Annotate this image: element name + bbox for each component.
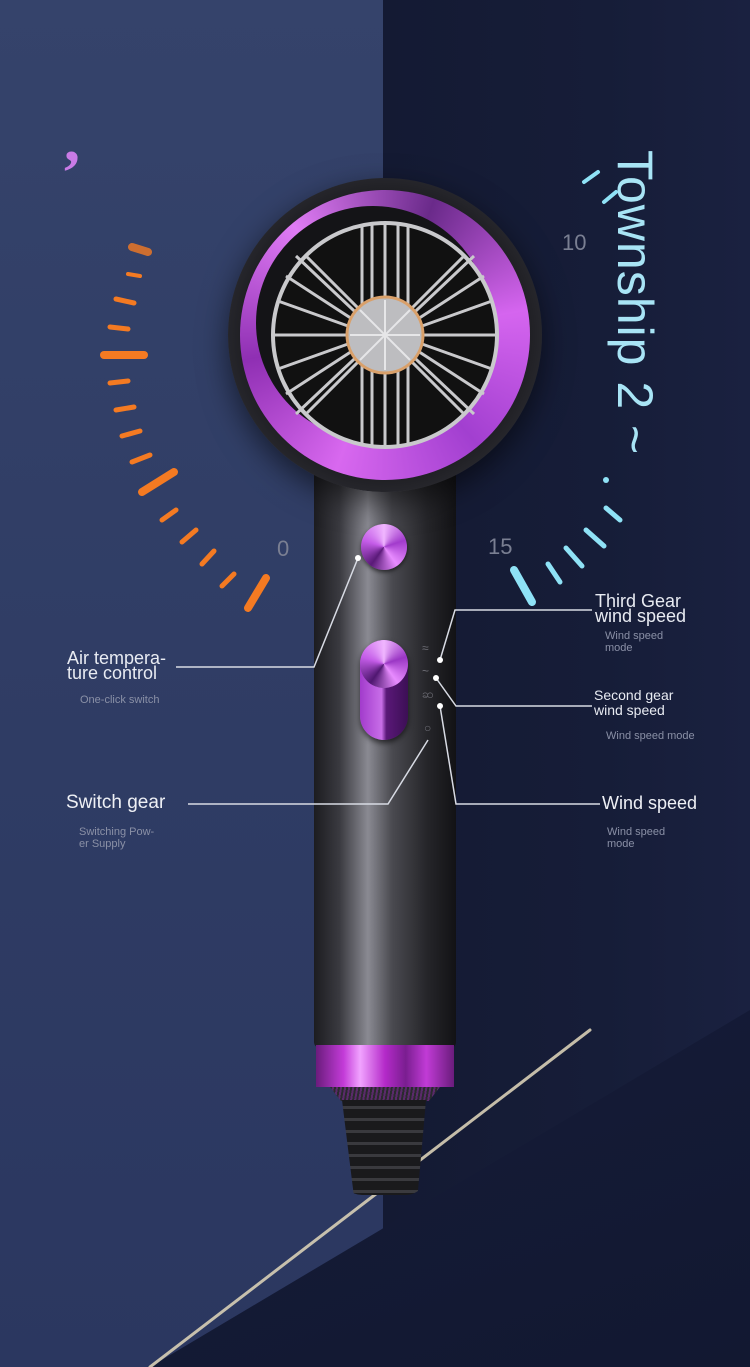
fan-high-icon: ≈ bbox=[422, 641, 429, 655]
wind-speed-sub-line1: Wind speed bbox=[607, 826, 666, 838]
second-gear-sub: Wind speed mode bbox=[606, 730, 695, 742]
switch-gear-sub-line1: Switching Pow- bbox=[79, 826, 155, 838]
callout-second-gear: Second gear wind speed Wind speed mode bbox=[594, 687, 695, 743]
gauge-label-ten: 10 bbox=[562, 230, 587, 255]
wind-speed-title: Wind speed bbox=[602, 793, 698, 813]
wind-speed-sub-line2: mode bbox=[607, 838, 635, 850]
third-gear-sub-line2: mode bbox=[605, 642, 633, 654]
air-temp-title-line1: Air tempera- bbox=[67, 648, 167, 668]
second-gear-title-line2: wind speed bbox=[594, 702, 665, 718]
third-gear-sub-line1: Wind speed bbox=[605, 630, 664, 642]
callout-third-gear: Third Gear wind speed Wind speed mode bbox=[595, 591, 687, 654]
fan-mid-icon: ဆ bbox=[422, 687, 434, 701]
callout-air-temperature: Air tempera- ture control One-click swit… bbox=[67, 648, 167, 706]
fan-grille-icon bbox=[271, 221, 499, 449]
dryer-head bbox=[228, 178, 542, 492]
callout-switch-gear: Switch gear Switching Pow- er Supply bbox=[66, 792, 165, 850]
power-off-icon: ○ bbox=[424, 721, 432, 735]
temperature-button[interactable] bbox=[361, 524, 407, 570]
dryer-collar bbox=[316, 1045, 454, 1087]
air-temp-sub: One-click switch bbox=[80, 694, 160, 706]
third-gear-title-line1: Third Gear bbox=[595, 591, 682, 611]
third-gear-title-line2: wind speed bbox=[595, 606, 687, 626]
vertical-title: Township 2 ~ bbox=[607, 150, 663, 456]
quote-mark: , bbox=[64, 104, 80, 175]
second-gear-title-line1: Second gear bbox=[594, 687, 674, 703]
slider-knob[interactable] bbox=[360, 640, 408, 688]
dryer-vent bbox=[330, 1087, 440, 1101]
air-temp-title-line2: ture control bbox=[67, 663, 158, 683]
switch-gear-sub-line2: er Supply bbox=[79, 838, 126, 850]
fan-low-icon: ~ bbox=[422, 664, 430, 678]
switch-gear-title: Switch gear bbox=[66, 792, 166, 813]
gauge-label-fifteen: 15 bbox=[488, 534, 513, 559]
gauge-label-zero: 0 bbox=[277, 536, 290, 561]
wind-gauge-right bbox=[510, 170, 623, 606]
dryer-cord-strain-relief bbox=[342, 1100, 426, 1195]
callout-wind-speed: Wind speed Wind speed mode bbox=[602, 793, 697, 850]
gear-slider-switch[interactable] bbox=[360, 640, 408, 740]
